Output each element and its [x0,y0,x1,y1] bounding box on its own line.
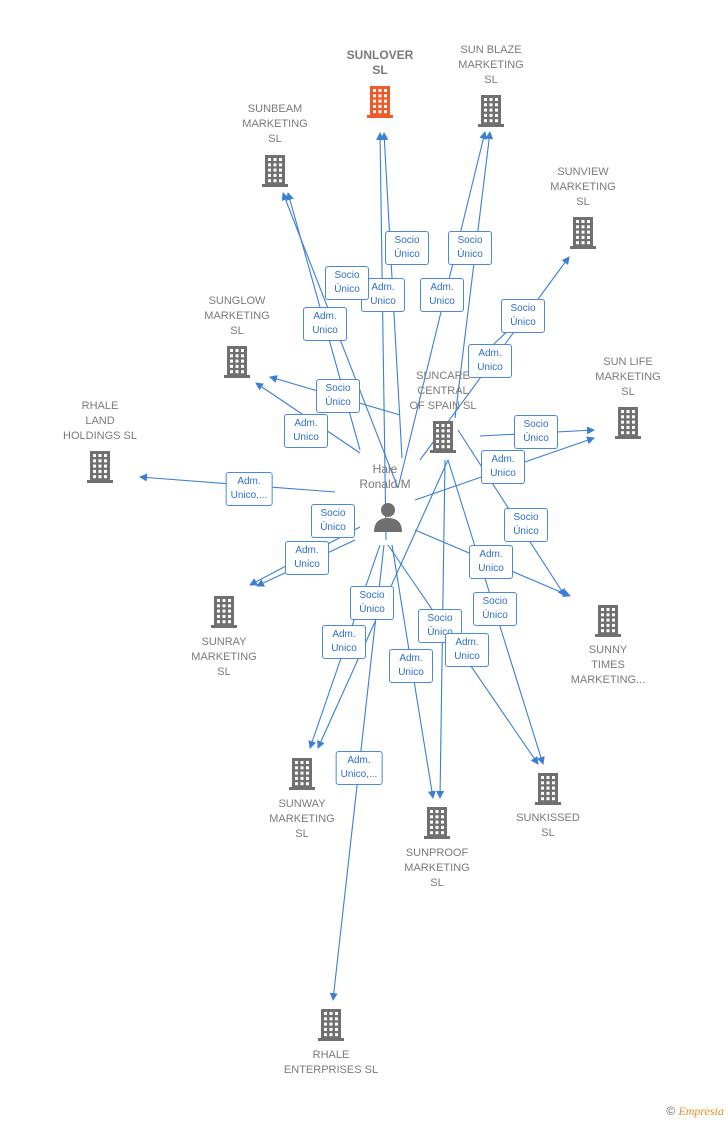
edge-label[interactable]: Adm. Unico [285,541,329,575]
company-label-sunray[interactable]: SUNRAY MARKETING SL [191,636,257,678]
company-label-sunglow[interactable]: SUNGLOW MARKETING SL [204,295,270,337]
company-label-rhaleland[interactable]: RHALE LAND HOLDINGS SL [63,400,137,442]
person-icon[interactable] [374,503,402,532]
building-icon[interactable] [615,407,641,439]
building-icon[interactable] [367,86,393,118]
edge-label[interactable]: Adm. Unico [284,414,328,448]
company-label-sunkissed[interactable]: SUNKISSED SL [516,812,580,839]
icons-layer [87,86,641,1041]
company-label-sunproof[interactable]: SUNPROOF MARKETING SL [404,847,470,889]
edge-label[interactable]: Socio Único [385,231,429,265]
company-label-sunlover[interactable]: SUNLOVER SL [346,48,414,77]
building-icon[interactable] [224,346,250,378]
edge-label[interactable]: Adm. Unico,... [335,751,383,785]
company-label-sunview[interactable]: SUNVIEW MARKETING SL [550,166,616,208]
brand-name: Empresia [678,1104,724,1118]
edge-label[interactable]: Socio Único [418,609,462,643]
building-icon[interactable] [595,605,621,637]
building-icon[interactable] [289,758,315,790]
person-name-label[interactable]: Hale Ronald M [359,462,411,491]
edge-label[interactable]: Socio Único [514,415,558,449]
edge-label[interactable]: Adm. Unico [469,545,513,579]
edge-label[interactable]: Socio Único [311,504,355,538]
edge-label[interactable]: Adm. Unico [303,307,347,341]
edge-label[interactable]: Adm. Unico [420,278,464,312]
edge-label[interactable]: Socio Único [325,266,369,300]
edge-label[interactable]: Adm. Unico,... [225,472,273,506]
building-icon[interactable] [262,155,288,187]
edge-label[interactable]: Socio Único [473,592,517,626]
relationship-edge [376,132,387,541]
company-label-sunway[interactable]: SUNWAY MARKETING SL [269,798,335,840]
edge-label[interactable]: Adm. Unico [481,450,525,484]
building-icon[interactable] [535,773,561,805]
edge-label[interactable]: Socio Único [350,586,394,620]
edge-label[interactable]: Adm. Unico [389,649,433,683]
building-icon[interactable] [430,421,456,453]
company-label-rhaleent[interactable]: RHALE ENTERPRISES SL [283,1049,379,1076]
edge-label[interactable]: Adm. Unico [445,633,489,667]
footer-brand[interactable]: © Empresia [666,1104,724,1119]
copyright-icon: © [666,1104,676,1118]
building-icon[interactable] [211,596,237,628]
edges-layer [139,131,595,1001]
edge-label[interactable]: Socio Único [501,299,545,333]
building-icon[interactable] [570,217,596,249]
building-icon[interactable] [318,1009,344,1041]
edge-label[interactable]: Socio Único [316,379,360,413]
company-label-sunbeam[interactable]: SUNBEAM MARKETING SL [242,103,308,145]
edge-label[interactable]: Socio Único [448,231,492,265]
company-label-sunlife[interactable]: SUN LIFE MARKETING SL [595,356,661,398]
center-company-label[interactable]: SUNCARE CENTRAL OF SPAIN SL [409,370,477,412]
building-icon[interactable] [424,807,450,839]
edge-label[interactable]: Adm. Unico [468,344,512,378]
building-icon[interactable] [478,95,504,127]
company-label-sunnytimes[interactable]: SUNNY TIMES MARKETING... [570,644,646,686]
relationship-edge [454,131,494,419]
edge-label[interactable]: Socio Único [504,508,548,542]
building-icon[interactable] [87,451,113,483]
edge-label[interactable]: Adm. Unico [322,625,366,659]
company-label-sunblaze[interactable]: SUN BLAZE MARKETING SL [458,44,524,86]
